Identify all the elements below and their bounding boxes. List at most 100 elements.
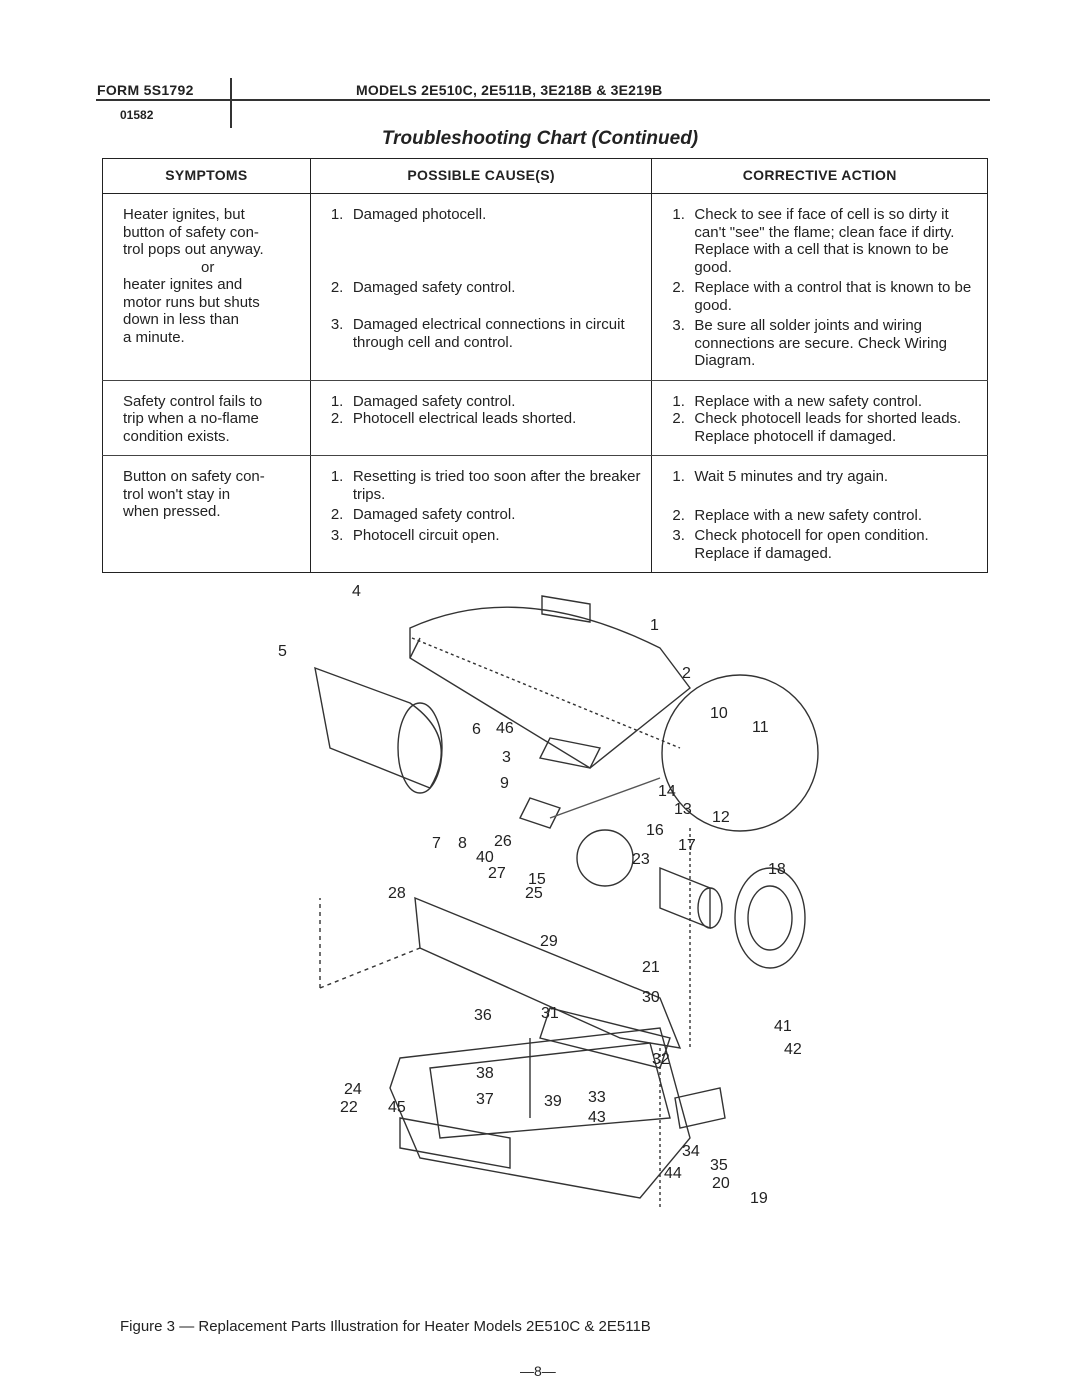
symptom-line: heater ignites and [123,276,243,293]
symptom-line: motor runs but shuts [123,293,260,311]
header-rule [96,99,990,101]
detail-circle [661,674,819,832]
part-label: 12 [712,809,730,826]
symptom-line: button of safety con- [123,223,259,241]
part-label: 8 [458,835,467,852]
part-label: 43 [588,1109,606,1126]
motor-part [659,866,711,930]
list-item: 3.Damaged electrical connections in circ… [330,316,625,351]
symptom-line: when pressed. [123,503,221,520]
causes-cell: 1.Damaged safety control. 2.Photocell el… [309,380,653,456]
list-item: 3.Photocell circuit open. [330,526,500,544]
part-label: 5 [278,643,287,660]
part-label: 17 [678,837,696,854]
fuel-tank-part [389,1027,691,1199]
list-item: 3.Check photocell for open condition. Re… [672,527,929,562]
tank-brace-part [399,1117,511,1169]
part-label: 37 [476,1091,494,1108]
list-item: 2.Replace with a new safety control. [672,506,923,524]
part-label: 35 [710,1157,728,1174]
symptom-line: trol pops out anyway. [123,241,264,258]
part-label: 3 [502,749,511,766]
column-header-action: CORRECTIVE ACTION [651,158,988,194]
document-number: 01582 [120,108,154,122]
part-label: 18 [768,861,786,878]
part-label: 2 [682,665,691,682]
symptom-line: Heater ignites, but [123,206,245,223]
part-label: 19 [750,1190,768,1207]
list-item: 3.Be sure all solder joints and wiring c… [672,317,948,369]
list-item: 1.Damaged safety control. [330,392,516,410]
list-item: 2.Damaged safety control. [330,506,516,523]
fan-housing-part [314,666,442,789]
part-label: 34 [682,1143,700,1160]
symptom-cell: Button on safety con- trol won't stay in… [102,455,311,573]
part-label: 41 [774,1018,792,1035]
control-part [519,797,561,829]
part-label: 10 [710,705,728,722]
part-label: 23 [632,851,650,868]
symptom-cell: Heater ignites, but button of safety con… [102,193,311,381]
part-label: 32 [652,1051,670,1068]
column-header-symptoms: SYMPTOMS [102,158,311,194]
part-label: 27 [488,865,506,882]
troubleshooting-table: SYMPTOMS POSSIBLE CAUSE(S) CORRECTIVE AC… [102,158,988,573]
list-item: 2.Photocell electrical leads shorted. [330,410,577,427]
part-label: 28 [388,885,406,902]
figure-caption: Figure 3 — Replacement Parts Illustratio… [120,1318,651,1335]
symptom-line: condition exists. [123,427,230,445]
symptom-line: trip when a no-flame [123,410,259,427]
chamber-part [539,1007,671,1069]
part-label: 39 [544,1093,562,1110]
part-label: 15 [528,871,546,888]
part-label: 13 [674,801,692,818]
models-heading: MODELS 2E510C, 2E511B, 3E218B & 3E219B [356,82,663,98]
table-row: Heater ignites, but button of safety con… [102,193,988,381]
part-label: 25 [525,885,543,902]
parts-drawing [314,595,819,1208]
part-label: 40 [476,849,494,866]
part-label: 31 [541,1005,559,1022]
list-item: 1.Damaged photocell. [330,206,487,223]
symptom-line: Button on safety con- [123,468,265,485]
part-label: 30 [642,989,660,1006]
part-label: 4 [352,583,361,600]
part-label: 16 [646,822,664,839]
parts-illustration: 4 1 2 5 10 11 6 46 3 9 14 13 12 16 17 7 … [278,583,819,1208]
table-row: Button on safety con- trol won't stay in… [102,455,988,573]
part-label: 45 [388,1099,406,1116]
part-label: 38 [476,1065,494,1082]
form-number: FORM 5S1792 [97,82,194,98]
handle-part [541,595,591,623]
part-label: 46 [496,720,514,737]
list-item: 2.Replace with a control that is known t… [672,279,972,314]
lower-shell-part [414,896,682,1049]
part-label: 22 [340,1099,358,1116]
list-item: 1.Resetting is tried too soon after the … [330,468,641,503]
fan-guard-part [734,867,806,969]
page-title: Troubleshooting Chart (Continued) [381,128,699,149]
action-cell: 1.Check to see if face of cell is so dir… [651,193,988,381]
symptom-line: or [201,258,215,276]
fan-part [576,829,634,887]
list-item: 1.Check to see if face of cell is so dir… [672,206,955,276]
part-label: 14 [658,783,676,800]
symptom-line: down in less than [123,311,239,328]
action-cell: 1.Replace with a new safety control. 2.C… [651,380,988,456]
causes-cell: 1.Resetting is tried too soon after the … [309,455,653,573]
part-label: 9 [500,775,509,792]
list-item: 1.Wait 5 minutes and try again. [672,468,889,485]
part-label: 44 [664,1165,682,1182]
column-header-causes: POSSIBLE CAUSE(S) [309,158,653,194]
part-number-labels: 4 1 2 5 10 11 6 46 3 9 14 13 12 16 17 7 … [278,583,802,1207]
list-item: 1.Replace with a new safety control. [672,392,923,410]
table-row: Safety control fails to trip when a no-f… [102,380,988,456]
part-label: 29 [540,933,558,950]
part-label: 7 [432,835,441,852]
list-item: 2.Damaged safety control. [330,278,516,296]
action-cell: 1.Wait 5 minutes and try again. 2.Replac… [651,455,988,573]
symptom-line: Safety control fails to [123,392,263,410]
bracket-part [538,737,602,769]
part-label: 42 [784,1041,802,1058]
housing-end-part [397,702,443,794]
